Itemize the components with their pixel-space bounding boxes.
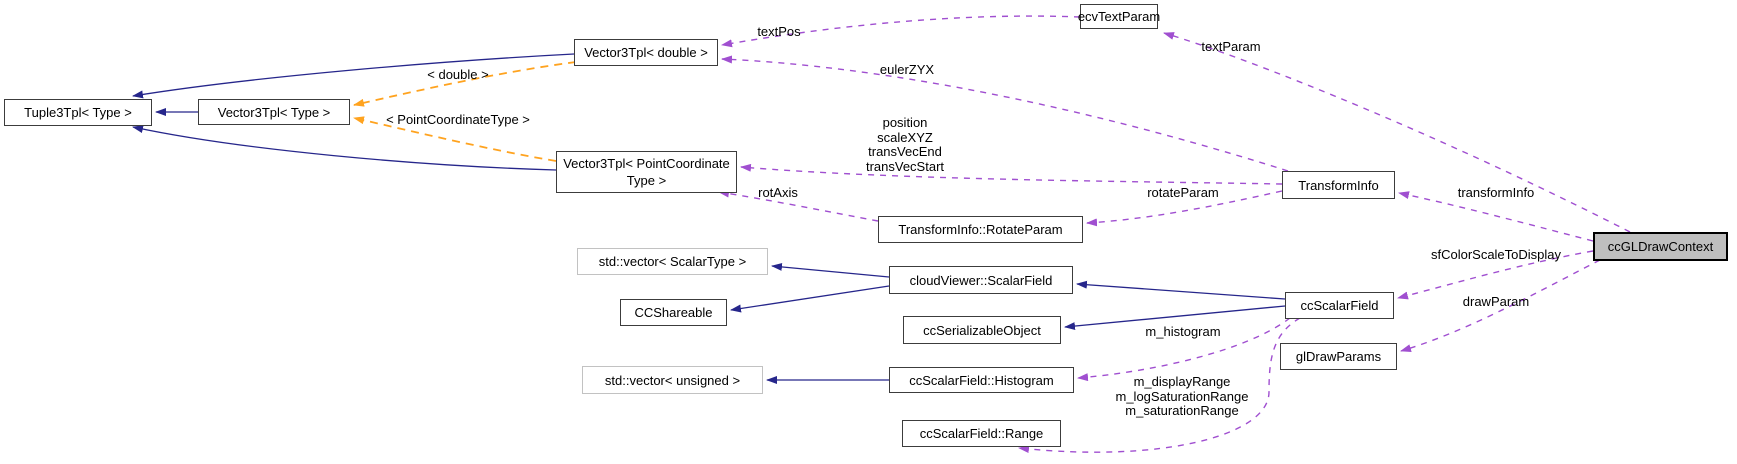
edge-vector3tpl-double-extends-tuple3tpl	[132, 53, 575, 99]
edge-ccscalarfield-extends-scalarfield	[1076, 280, 1286, 300]
node-std-vector-unsigned: std::vector< unsigned >	[582, 366, 763, 394]
node-tuple3tpl-type[interactable]: Tuple3Tpl< Type >	[4, 99, 152, 126]
edge-usage-eulerzyx	[721, 55, 1289, 172]
edge-usage-sfcolorscaletodisplay	[1397, 250, 1594, 300]
edge-usage-textpos	[721, 15, 1081, 48]
node-vector3tpl-double[interactable]: Vector3Tpl< double >	[574, 39, 718, 66]
node-ccscalarfield[interactable]: ccScalarField	[1285, 292, 1394, 319]
node-transforminfo-rotateparam[interactable]: TransformInfo::RotateParam	[878, 216, 1083, 243]
edge-scalarfield-extends-ccshareable	[730, 285, 890, 313]
edge-label-eulerzyx: eulerZYX	[879, 62, 935, 77]
edge-scalarfield-extends-stdvector-scalartype	[771, 262, 890, 278]
edge-usage-m-histogram	[1077, 317, 1291, 382]
edge-label-transforminfo: transformInfo	[1457, 185, 1535, 200]
edge-label-template-pointcoordinatetype: < PointCoordinateType >	[386, 112, 530, 127]
node-ccscalarfield-histogram[interactable]: ccScalarField::Histogram	[889, 367, 1074, 393]
edge-label-range-members: m_displayRange m_logSaturationRange m_sa…	[1115, 374, 1249, 419]
node-ecvtextparam[interactable]: ecvTextParam	[1078, 4, 1160, 29]
edge-ccscalarfield-extends-ccserializableobject	[1064, 305, 1286, 331]
edge-label-textpos: textPos	[757, 24, 801, 39]
edge-usage-range-members	[1018, 317, 1301, 454]
edge-usage-rotateparam	[1086, 190, 1283, 227]
edge-template-instance-pointcoordinatetype	[353, 116, 557, 162]
node-vector3tpl-type[interactable]: Vector3Tpl< Type >	[198, 99, 350, 125]
edge-usage-drawparam	[1400, 259, 1601, 352]
edge-label-sfcolorscaletodisplay: sfColorScaleToDisplay	[1430, 247, 1562, 262]
edge-template-instance-double	[353, 61, 577, 107]
node-ccscalarfield-range[interactable]: ccScalarField::Range	[902, 420, 1061, 447]
node-ccgldrawcontext[interactable]: ccGLDrawContext	[1593, 232, 1728, 261]
edge-label-transform-members: position scaleXYZ transVecEnd transVecSt…	[865, 115, 945, 174]
node-vector3tpl-pointcoordinatetype[interactable]: Vector3Tpl< PointCoordinate Type >	[556, 151, 737, 193]
edge-label-textparam: textParam	[1201, 39, 1261, 54]
node-ccserializableobject[interactable]: ccSerializableObject	[903, 316, 1061, 344]
edge-vector3tpl-pct-extends-tuple3tpl	[132, 125, 557, 171]
edge-label-drawparam: drawParam	[1462, 294, 1530, 309]
edge-usage-textparam	[1163, 32, 1631, 233]
edge-label-template-double: < double >	[427, 67, 489, 82]
edge-label-rotaxis: rotAxis	[758, 185, 798, 200]
node-ccshareable[interactable]: CCShareable	[620, 299, 727, 326]
node-cloudviewer-scalarfield[interactable]: cloudViewer::ScalarField	[889, 266, 1073, 294]
edge-usage-rotaxis	[718, 189, 879, 222]
node-gldrawparams[interactable]: glDrawParams	[1280, 343, 1397, 370]
edge-label-m-histogram: m_histogram	[1145, 324, 1221, 339]
edge-usage-transforminfo	[1398, 191, 1594, 242]
node-std-vector-scalartype: std::vector< ScalarType >	[577, 248, 768, 275]
edge-label-rotateparam: rotateParam	[1147, 185, 1219, 200]
node-transforminfo[interactable]: TransformInfo	[1282, 171, 1395, 199]
edge-usage-transform-members	[740, 163, 1283, 185]
